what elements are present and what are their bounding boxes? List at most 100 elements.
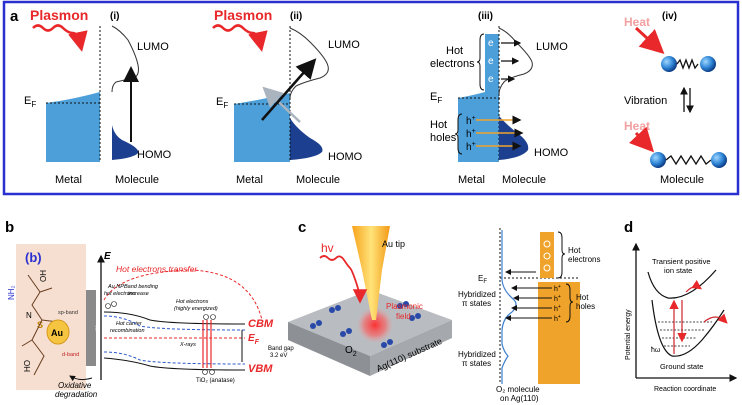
vbm-label: VBM	[248, 363, 273, 375]
hot-highly-label-1: Hot electrons	[176, 299, 209, 305]
hplus-1: h+	[554, 284, 561, 293]
roman-i: (i)	[110, 11, 119, 22]
substrate-right	[370, 320, 452, 376]
hot-electrons-c-1: Hot	[568, 246, 581, 255]
band-bending-label-1: Band bending	[124, 284, 159, 290]
hot-carrier-label-2: recombination	[110, 328, 145, 334]
hot-electrons-c-2: electrons	[568, 255, 600, 264]
transient-label-2: ion state	[664, 266, 692, 275]
hole-arrows-c	[505, 285, 552, 321]
holes-brace	[454, 113, 463, 155]
plasmon-wave-i	[32, 24, 88, 52]
molecule-bg	[16, 244, 86, 390]
ef-label-i: EF	[24, 95, 36, 109]
hot-electrons-label-2: electrons	[430, 58, 475, 70]
hybridized-curve	[501, 230, 517, 384]
electron-4	[210, 314, 216, 320]
thickness-label: 400 nm	[94, 318, 99, 332]
atom-bottom-right	[711, 152, 727, 168]
hole-2	[209, 369, 215, 375]
lumo-label-iii: LUMO	[536, 41, 568, 53]
hybridized-top-1: Hybridized	[458, 290, 496, 299]
nh2-label: NH₂	[7, 285, 16, 300]
vibrational-levels	[658, 321, 712, 347]
panel-a-border	[2, 0, 740, 196]
au-np-label-2: hot electrons	[104, 291, 136, 297]
electron-2	[111, 301, 117, 307]
hot-highly-label-2: (highly energized)	[174, 306, 218, 312]
svg-text:h+: h+	[466, 141, 476, 153]
hw-label: ħω	[651, 347, 661, 354]
ef-label-b: EF	[248, 333, 260, 346]
hole-row-1: h+	[466, 115, 522, 127]
metal-band-ii	[234, 93, 290, 162]
band-bending-label-2: increase	[128, 291, 149, 297]
band-gap-value: 3.2 eV	[270, 353, 287, 359]
curl-arrow-d	[685, 280, 702, 293]
molecule-label-iv: Molecule	[660, 174, 704, 186]
hv-wave	[319, 255, 368, 304]
panel-b: b (b) NH₂ OH N S HO Au sp-band d-band Ox…	[5, 219, 294, 399]
homo-label-iii: HOMO	[534, 147, 569, 159]
metal-band-iii-body	[485, 90, 499, 162]
metal-band-i	[46, 92, 100, 162]
panel-c-letter: c	[298, 219, 306, 236]
hot-electron-column	[485, 34, 499, 90]
vbm-band-blue	[103, 351, 246, 365]
cbm-band-blue	[103, 315, 246, 331]
hot-holes-c-1: Hot	[576, 293, 589, 302]
hybridized-bot-2: π states	[462, 359, 491, 368]
molecule-label-iii: Molecule	[502, 174, 546, 186]
hot-carrier-label-1: Hot carrier	[116, 321, 143, 327]
e-dot-3	[543, 264, 551, 272]
metal-label-i: Metal	[55, 174, 82, 186]
atom-bottom-left	[650, 152, 666, 168]
svg-text:h+: h+	[466, 128, 476, 140]
y-axis-label-d: Potential energy	[625, 309, 632, 360]
dos-ef-label: EF	[478, 274, 487, 285]
electron-1	[105, 303, 111, 309]
panel-a-letter: a	[10, 8, 19, 25]
vibration-label: Vibration	[624, 95, 667, 107]
heat-arrow-bottom	[628, 126, 655, 153]
hot-electron-brace-c	[557, 231, 566, 279]
ho-label: HO	[23, 360, 32, 372]
e2: e	[488, 56, 494, 67]
plasmonic-label-1: Plasmonic	[386, 302, 423, 311]
oxidative-label-1: Oxidative	[58, 381, 92, 390]
svg-text:h+: h+	[466, 115, 476, 127]
o2-molecules	[310, 301, 421, 348]
hot-electron-column-c	[540, 232, 554, 278]
roman-iii: (iii)	[478, 11, 493, 22]
metal-band-iii	[458, 92, 485, 162]
molecule-label-ii: Molecule	[296, 174, 340, 186]
xrays-label: X-rays	[179, 342, 196, 348]
ef-label-iii: EF	[430, 91, 442, 105]
ag-metal-block	[538, 282, 580, 384]
spring-long	[665, 154, 712, 166]
homo-peak-iii	[499, 116, 529, 160]
hybridized-top-2: π states	[462, 299, 491, 308]
gray-arrow-ii	[262, 86, 301, 123]
substrate-left	[288, 322, 370, 376]
roman-ii: (ii)	[290, 11, 302, 22]
transient-label-1: Transient positive	[652, 257, 711, 266]
e-dot-1	[543, 240, 551, 248]
d-band-label: d-band	[62, 352, 79, 358]
spring-short	[676, 58, 699, 70]
hybridized-bot-1: Hybridized	[458, 350, 496, 359]
cbm-band	[103, 311, 246, 325]
escape-arrow-d	[703, 313, 728, 324]
tio2-label: TiO₂ (anatase)	[196, 378, 235, 384]
hot-transfer-label: Hot electrons transfer	[116, 264, 198, 274]
electron-brace	[476, 33, 485, 91]
atom-top-left	[661, 56, 677, 72]
ef-label-ii: EF	[216, 96, 228, 110]
caption-c-1: O₂ molecule	[496, 385, 540, 394]
roman-iv: (iv)	[662, 11, 677, 22]
atom-top-right	[700, 56, 716, 72]
o2-label: O2	[345, 345, 357, 358]
n-label: N	[26, 311, 32, 320]
band-gap-label: Band gap	[268, 346, 294, 352]
